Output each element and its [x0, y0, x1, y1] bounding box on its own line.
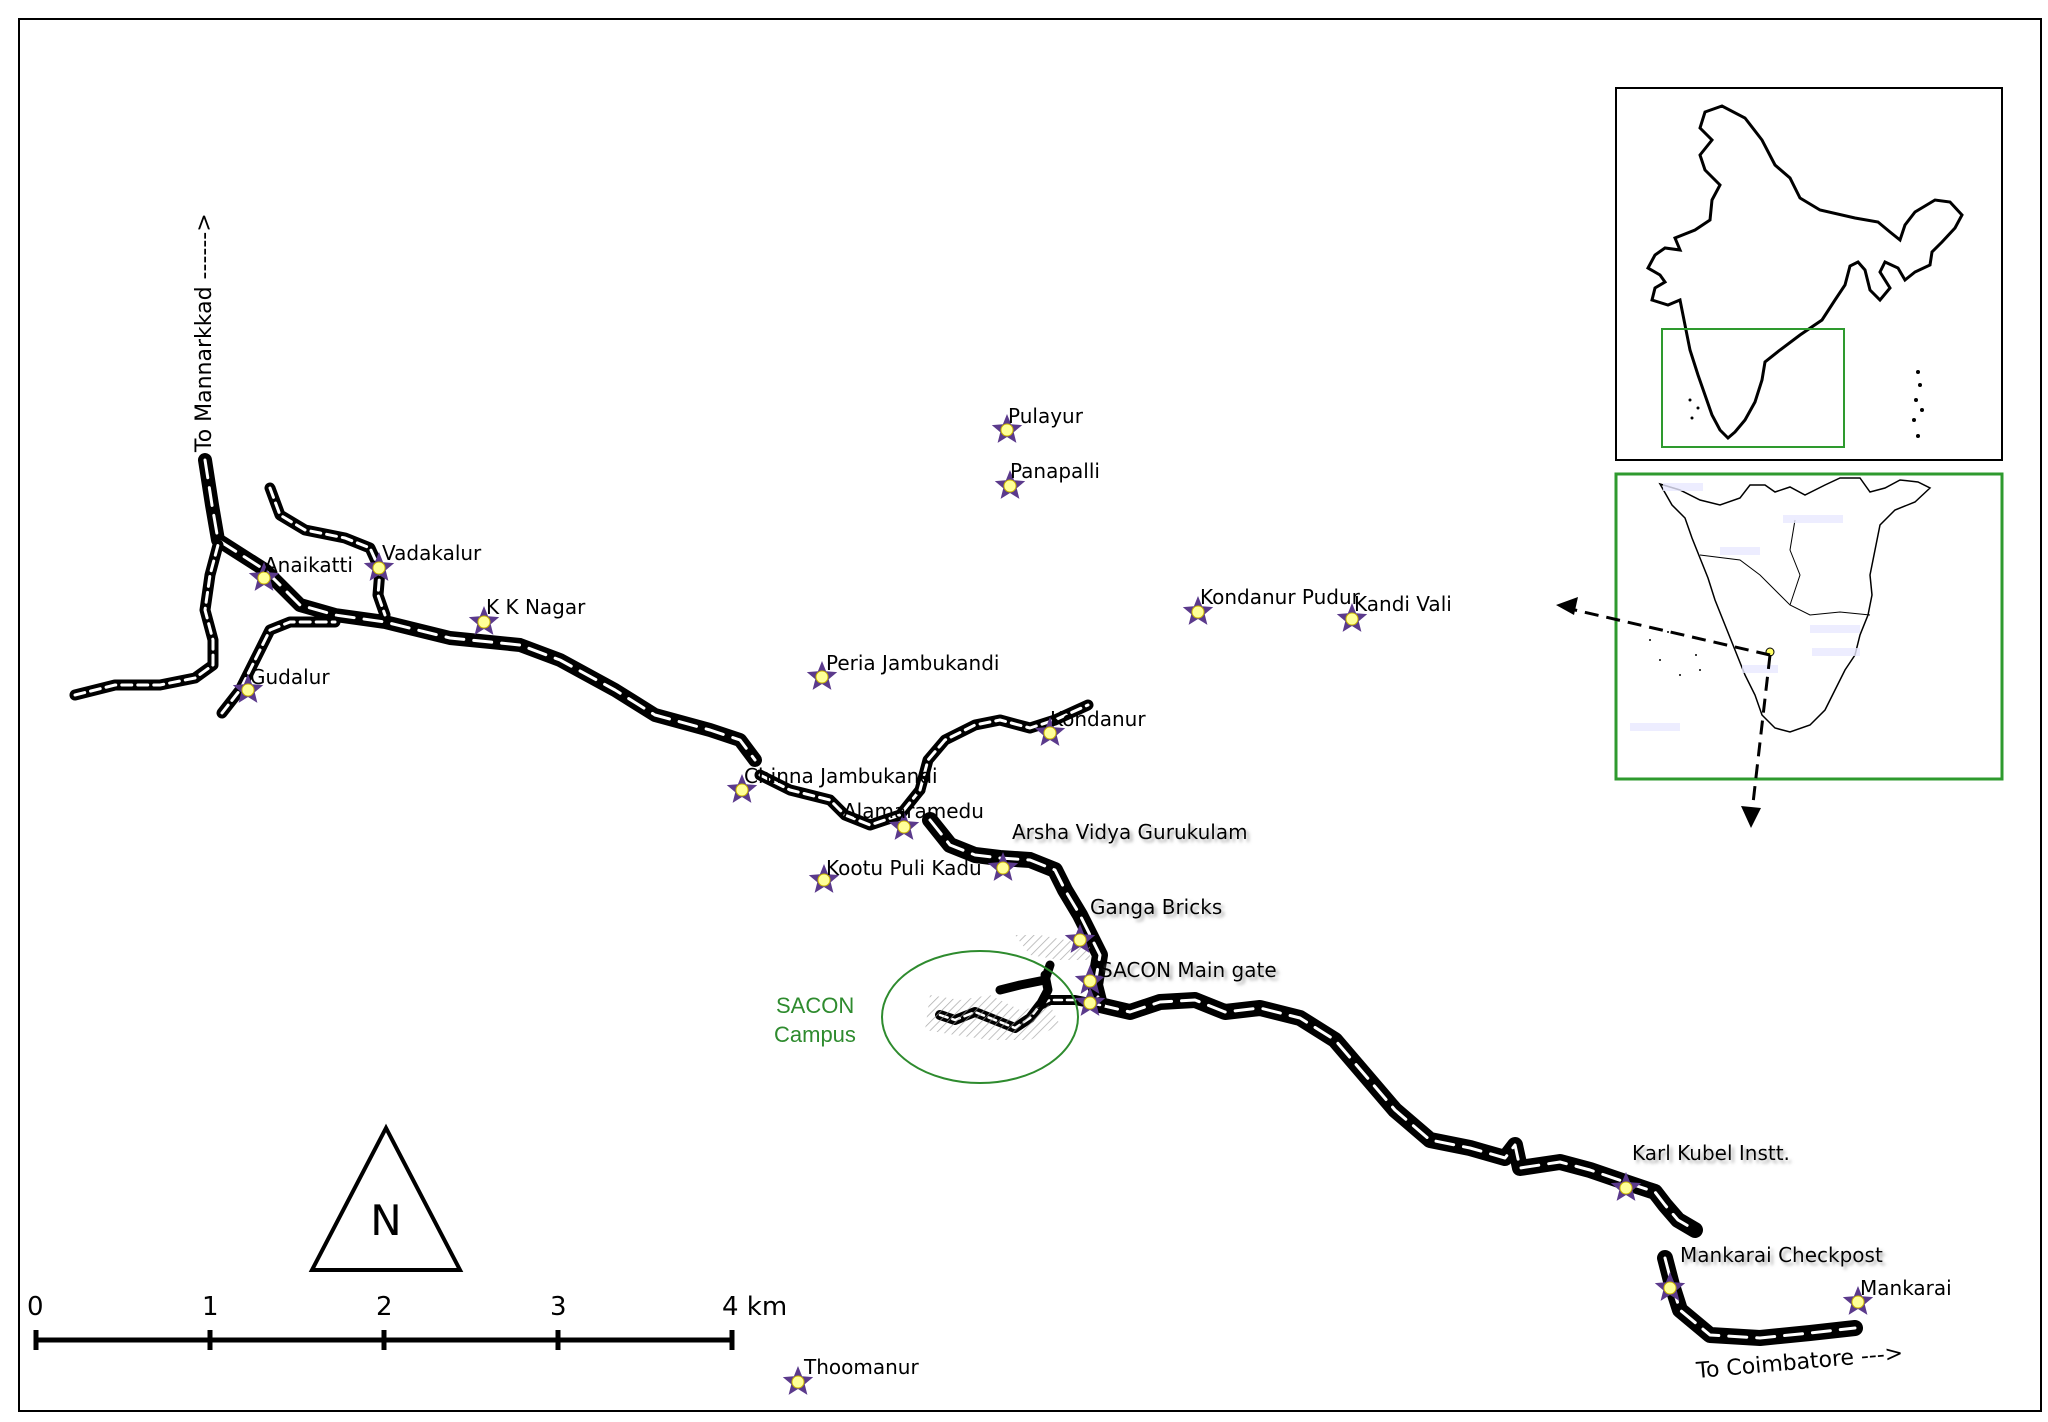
india-outline-icon: [1645, 104, 1964, 441]
direction-to-mannarkkad: To Mannarkkad ------>: [192, 213, 217, 453]
inset-highlight-box: [1661, 328, 1845, 448]
north-arrow-icon: [308, 1123, 464, 1272]
marker-pulayur: [991, 414, 1023, 443]
point-dot: [477, 615, 491, 629]
scale-tick-3: 3: [550, 1292, 567, 1322]
place-labels: Pulayur Panapalli Vadakalur Anaikatti K …: [250, 404, 1952, 1379]
arrow-down-icon: [1741, 806, 1761, 828]
label-peria-jambukandi: Peria Jambukandi: [826, 651, 999, 675]
marker-arsha-vidya-gurukulam: [987, 852, 1019, 881]
marker-kandi-vali: [1336, 603, 1368, 632]
label-vadakalur: Vadakalur: [382, 541, 482, 565]
label-anaikatti: Anaikatti: [264, 553, 353, 577]
direction-to-coimbatore: To Coimbatore --->: [1694, 1341, 1904, 1384]
label-arsha-vidya-gurukulam: Arsha Vidya Gurukulam: [1012, 820, 1248, 844]
marker-anaikatti: [248, 562, 280, 591]
marker-kondanur-pudur: [1182, 596, 1214, 625]
marker-thoomanur: [782, 1366, 814, 1395]
inset-india: [1615, 87, 2003, 461]
point-dot: [1043, 726, 1057, 740]
point-dot: [817, 873, 831, 887]
marker-kk-nagar: [468, 606, 500, 635]
label-chinna-jambukandi: Chinna Jambukandi: [744, 764, 938, 788]
road-network: [69, 453, 1863, 1346]
point-dot: [257, 571, 271, 585]
point-dot: [1073, 933, 1087, 947]
label-kandi-vali: Kandi Vali: [1354, 592, 1452, 616]
inset-south-india: [1556, 472, 2004, 828]
marker-sacon-gate-2: [1074, 987, 1106, 1016]
point-dot: [1345, 612, 1359, 626]
label-mankarai-checkpost: Mankarai Checkpost: [1680, 1243, 1883, 1267]
point-dot: [1083, 996, 1097, 1010]
campus-label-line2: Campus: [774, 1022, 856, 1047]
road-gudalur: [69, 539, 341, 719]
north-arrow-label: N: [370, 1196, 401, 1245]
point-dot: [1851, 1295, 1865, 1309]
label-mankarai: Mankarai: [1860, 1276, 1952, 1300]
scale-tick-0: 0: [27, 1292, 44, 1322]
label-panapalli: Panapalli: [1010, 459, 1100, 483]
label-pulayur: Pulayur: [1008, 404, 1084, 428]
point-dot: [815, 670, 829, 684]
point-dot: [1663, 1281, 1677, 1295]
arrow-left-icon: [1556, 597, 1578, 615]
point-dot: [996, 861, 1010, 875]
label-alamaramedu: Alamaramedu: [843, 799, 984, 823]
marker-panapalli: [994, 470, 1026, 499]
point-dot: [241, 683, 255, 697]
scale-bar: 0 1 2 3 4 km: [27, 1292, 787, 1350]
marker-karl-kubel: [1610, 1172, 1642, 1201]
sacon-campus-area: [881, 935, 1090, 1084]
point-dot: [791, 1375, 805, 1389]
marker-kootu-puli-kadu: [808, 864, 840, 893]
scale-tick-1: 1: [202, 1292, 219, 1322]
campus-label-line1: SACON: [776, 993, 854, 1018]
point-dot: [1619, 1181, 1633, 1195]
marker-ganga-bricks: [1064, 924, 1096, 953]
marker-chinna-jambukandi: [726, 774, 758, 803]
marker-vadakalur: [363, 552, 395, 581]
label-gudalur: Gudalur: [250, 665, 330, 689]
road-alamaramedu: [754, 769, 926, 831]
campus-boundary: [881, 950, 1079, 1084]
marker-kondanur: [1034, 717, 1066, 746]
map-frame: [18, 18, 2042, 1412]
marker-gudalur: [232, 674, 264, 703]
main-road-west: [198, 453, 762, 767]
label-kk-nagar: K K Nagar: [486, 595, 586, 619]
label-karl-kubel: Karl Kubel Instt.: [1632, 1141, 1790, 1165]
place-markers: [232, 414, 1874, 1395]
point-dot: [1083, 974, 1097, 988]
north-arrow: N: [308, 1123, 464, 1272]
scale-tick-4: 4 km: [722, 1292, 787, 1322]
label-thoomanur: Thoomanur: [803, 1355, 919, 1379]
label-ganga-bricks: Ganga Bricks: [1090, 895, 1222, 919]
main-road-east: [1092, 992, 1863, 1346]
label-kondanur: Kondanur: [1050, 707, 1146, 731]
south-india-outline-icon: [1658, 477, 1932, 733]
point-dot: [1003, 479, 1017, 493]
marker-mankarai: [1842, 1286, 1874, 1315]
road-vadakalur: [264, 482, 391, 621]
scale-tick-2: 2: [376, 1292, 393, 1322]
point-dot: [1000, 423, 1014, 437]
main-road-central: [922, 812, 1108, 1013]
marker-alamaramedu: [888, 811, 920, 840]
point-dot: [1191, 605, 1205, 619]
label-sacon-main-gate: SACON Main gate: [1100, 958, 1277, 982]
point-dot: [372, 561, 386, 575]
marker-mankarai-checkpost: [1654, 1272, 1686, 1301]
marker-peria-jambukandi: [806, 661, 838, 690]
label-kondanur-pudur: Kondanur Pudur: [1200, 585, 1361, 609]
point-dot: [735, 783, 749, 797]
point-dot: [897, 820, 911, 834]
label-kootu-puli-kadu: Kootu Puli Kadu: [826, 856, 982, 880]
